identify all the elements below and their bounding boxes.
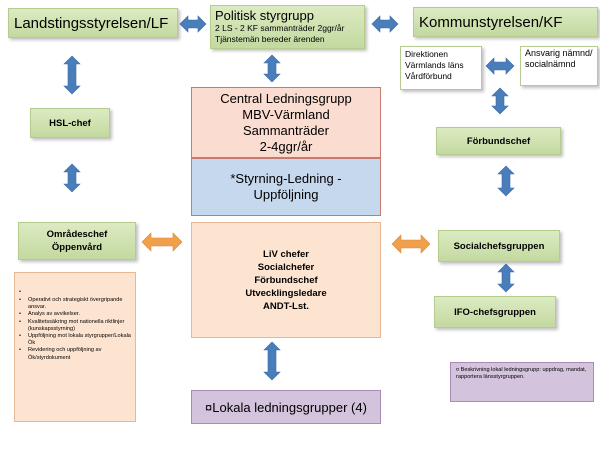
node-kommunstyrelsen-label: Kommunstyrelsen/KF	[419, 13, 563, 31]
list-item: Analys av avvikelser.	[19, 311, 131, 318]
node-landstingsstyrelsen-label: Landstingsstyrelsen/LF	[14, 14, 169, 32]
politisk-line-2: Tjänstemän bereder ärenden	[215, 34, 325, 44]
note-text: ¤ Beskrivning lokal ledningsgrupp: uppdr…	[456, 367, 587, 381]
responsibility-list: Operativt och strategiskt övergripande a…	[14, 272, 136, 422]
node-socialchef-label: Socialchefsgruppen	[453, 240, 545, 252]
node-hsl-chef: HSL-chef	[30, 108, 110, 138]
list-item-empty	[19, 289, 131, 297]
node-forbundschef: Förbundschef	[436, 127, 561, 155]
central-line-4: 2-4ggr/år	[259, 138, 313, 154]
arrow-omrade-liv	[141, 232, 183, 252]
arrow-politisk-kf	[371, 15, 399, 33]
arrow-liv-socialchef	[391, 234, 431, 254]
arrow-socialchef-ifo	[497, 263, 515, 293]
omrade-line-1: Områdeschef	[46, 229, 108, 240]
node-ifo-label: IFO-chefsgruppen	[454, 306, 536, 318]
node-kommunstyrelsen: Kommunstyrelsen/KF	[413, 7, 598, 37]
politisk-title: Politisk styrgrupp	[215, 8, 314, 23]
styrning-line-1: *Styrning-Ledning -	[230, 171, 342, 186]
note-lokal-ledningsgrupp: ¤ Beskrivning lokal ledningsgrupp: uppdr…	[450, 362, 594, 402]
arrow-lf-hsl	[63, 55, 81, 95]
styrning-line-2: Uppföljning	[253, 187, 319, 202]
node-styrning-ledning: *Styrning-Ledning - Uppföljning	[191, 158, 381, 216]
arrow-politisk-central	[263, 54, 281, 83]
node-forbundschef-label: Förbundschef	[466, 135, 531, 147]
liv-line-4: Utvecklingsledare	[245, 287, 327, 299]
arrow-liv-lokala	[263, 341, 281, 381]
politisk-line-1: 2 LS - 2 KF sammanträder 2ggr/år	[215, 23, 345, 33]
central-line-1: Central Ledningsgrupp	[220, 90, 352, 106]
node-ansvarig-label: Ansvarig nämnd/ socialnämnd	[525, 48, 593, 69]
liv-line-5: ANDT-Lst.	[263, 300, 309, 312]
liv-line-1: LiV chefer	[263, 248, 309, 260]
node-socialchefsgruppen: Socialchefsgruppen	[438, 230, 560, 262]
node-omradeschef: Områdeschef Öppenvård	[18, 222, 136, 260]
arrow-hsl-omrade	[63, 163, 81, 193]
list-item: Operativt och strategiskt övergripande a…	[19, 297, 131, 311]
node-ifo-chefsgruppen: IFO-chefsgruppen	[434, 296, 556, 328]
node-lokala-ledningsgrupper: ¤Lokala ledningsgrupper (4)	[191, 390, 381, 424]
node-hsl-label: HSL-chef	[49, 117, 91, 129]
node-central-ledningsgrupp: Central Ledningsgrupp MBV-Värmland Samma…	[191, 87, 381, 158]
node-direktionen-label: Direktionen Värmlands läns Vårdförbund	[405, 49, 464, 81]
node-lokala-label: ¤Lokala ledningsgrupper (4)	[205, 399, 367, 415]
node-landstingsstyrelsen: Landstingsstyrelsen/LF	[8, 8, 178, 38]
list-item: Uppföljning mot lokala styrgrupper/Lokal…	[19, 333, 131, 347]
arrow-direktionen-ansvarig	[485, 57, 515, 75]
list-item: Kvalitetssäkring mot nationella riktlinj…	[19, 319, 131, 333]
central-line-2: MBV-Värmland	[242, 106, 330, 122]
liv-line-3: Förbundschef	[254, 274, 318, 286]
liv-line-2: Socialchefer	[257, 261, 315, 273]
list-item: Revidering och uppföljning av Ök/styrdok…	[19, 347, 131, 361]
node-liv-chefer: LiV chefer Socialchefer Förbundschef Utv…	[191, 222, 381, 338]
node-politisk-styrgrupp: Politisk styrgrupp 2 LS - 2 KF sammanträ…	[210, 5, 365, 49]
node-direktionen: Direktionen Värmlands läns Vårdförbund	[400, 46, 482, 90]
arrow-forbundschef-socialchef	[497, 165, 515, 197]
arrow-lf-politisk	[179, 15, 207, 33]
omrade-line-2: Öppenvård	[51, 242, 103, 253]
node-ansvarig-namnd: Ansvarig nämnd/ socialnämnd	[520, 46, 598, 86]
arrow-kf-forbundschef	[491, 87, 509, 115]
central-line-3: Sammanträder	[243, 122, 329, 138]
